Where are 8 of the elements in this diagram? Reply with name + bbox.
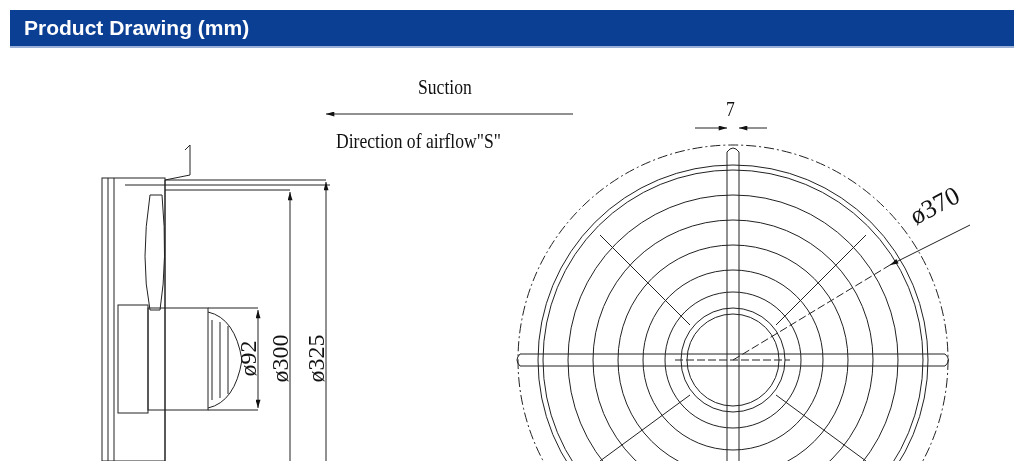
- dimension-label: 7: [726, 96, 735, 122]
- direction-label: Direction of airflow"S": [336, 128, 501, 154]
- direction-label: Suction: [418, 74, 472, 100]
- dimension-label: ø300: [266, 334, 294, 382]
- header-title: Product Drawing (mm): [24, 16, 250, 40]
- dimension-label: ø370: [905, 180, 965, 232]
- dimension-label: ø92: [234, 340, 262, 376]
- dimension-label: ø325: [302, 334, 330, 382]
